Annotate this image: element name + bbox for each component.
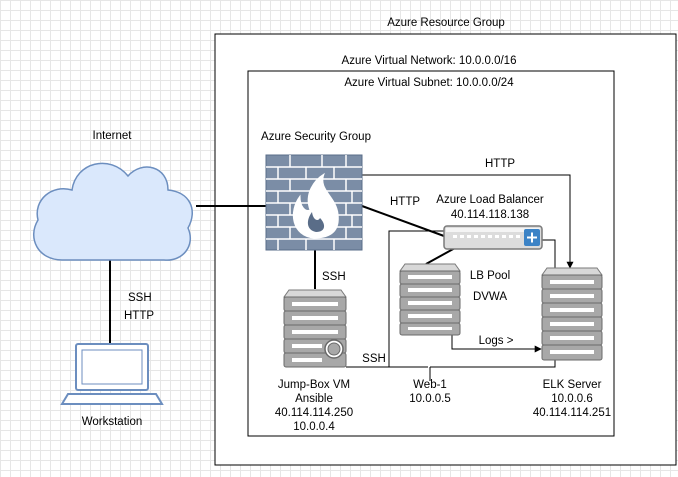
- elk-private-ip: 10.0.0.6: [551, 393, 593, 405]
- elk-public-ip: 40.114.114.251: [533, 407, 611, 419]
- internet-label: Internet: [93, 130, 133, 142]
- virtual-network-label: Azure Virtual Network: 10.0.0.0/16: [342, 55, 517, 67]
- web1-server-icon: [399, 263, 461, 336]
- web1-ip: 10.0.0.5: [409, 393, 451, 405]
- jump-box-name: Jump-Box VM: [278, 379, 350, 391]
- jump-box-public-ip: 40.114.114.250: [275, 407, 353, 419]
- load-balancer-icon: [443, 225, 543, 250]
- lb-pool-label: LB Pool: [470, 270, 510, 282]
- lb-pool-app-label: DVWA: [473, 291, 507, 303]
- jumpbox-web-ssh-edge: [346, 230, 445, 368]
- load-balancer-ip: 40.114.118.138: [451, 209, 529, 221]
- security-group-label: Azure Security Group: [261, 131, 371, 143]
- virtual-network-box: [247, 70, 615, 437]
- web1-name: Web-1: [413, 379, 447, 391]
- jump-box-role: Ansible: [295, 393, 333, 405]
- jump-box-server-icon: [283, 289, 347, 368]
- firewall-icon: [265, 154, 363, 251]
- flame-icon: [292, 172, 339, 239]
- jumpbox-web-edge-label: SSH: [362, 353, 386, 365]
- elk-name: ELK Server: [543, 379, 602, 391]
- firewall-jumpbox-edge-label: SSH: [322, 271, 346, 283]
- elk-server-icon: [541, 267, 603, 361]
- web-elk-logs-edge: [451, 335, 542, 353]
- cloud-icon: [33, 162, 193, 261]
- virtual-subnet-label: Azure Virtual Subnet: 10.0.0.0/24: [344, 77, 514, 89]
- workstation-link-label-2: HTTP: [124, 310, 154, 322]
- workstation-label: Workstation: [82, 416, 143, 428]
- jump-box-private-ip: 10.0.0.4: [293, 421, 335, 433]
- lb-web1-link: [425, 247, 456, 265]
- web-elk-edge-label: Logs >: [479, 335, 514, 347]
- firewall-elk-edge-label: HTTP: [485, 158, 515, 170]
- laptop-icon: [60, 343, 164, 405]
- load-balancer-name: Azure Load Balancer: [436, 194, 544, 206]
- resource-group-label: Azure Resource Group: [387, 17, 505, 29]
- workstation-link-label-1: SSH: [128, 292, 152, 304]
- firewall-lb-edge-label: HTTP: [390, 196, 420, 208]
- firewall-elk-http-edge: [362, 174, 574, 269]
